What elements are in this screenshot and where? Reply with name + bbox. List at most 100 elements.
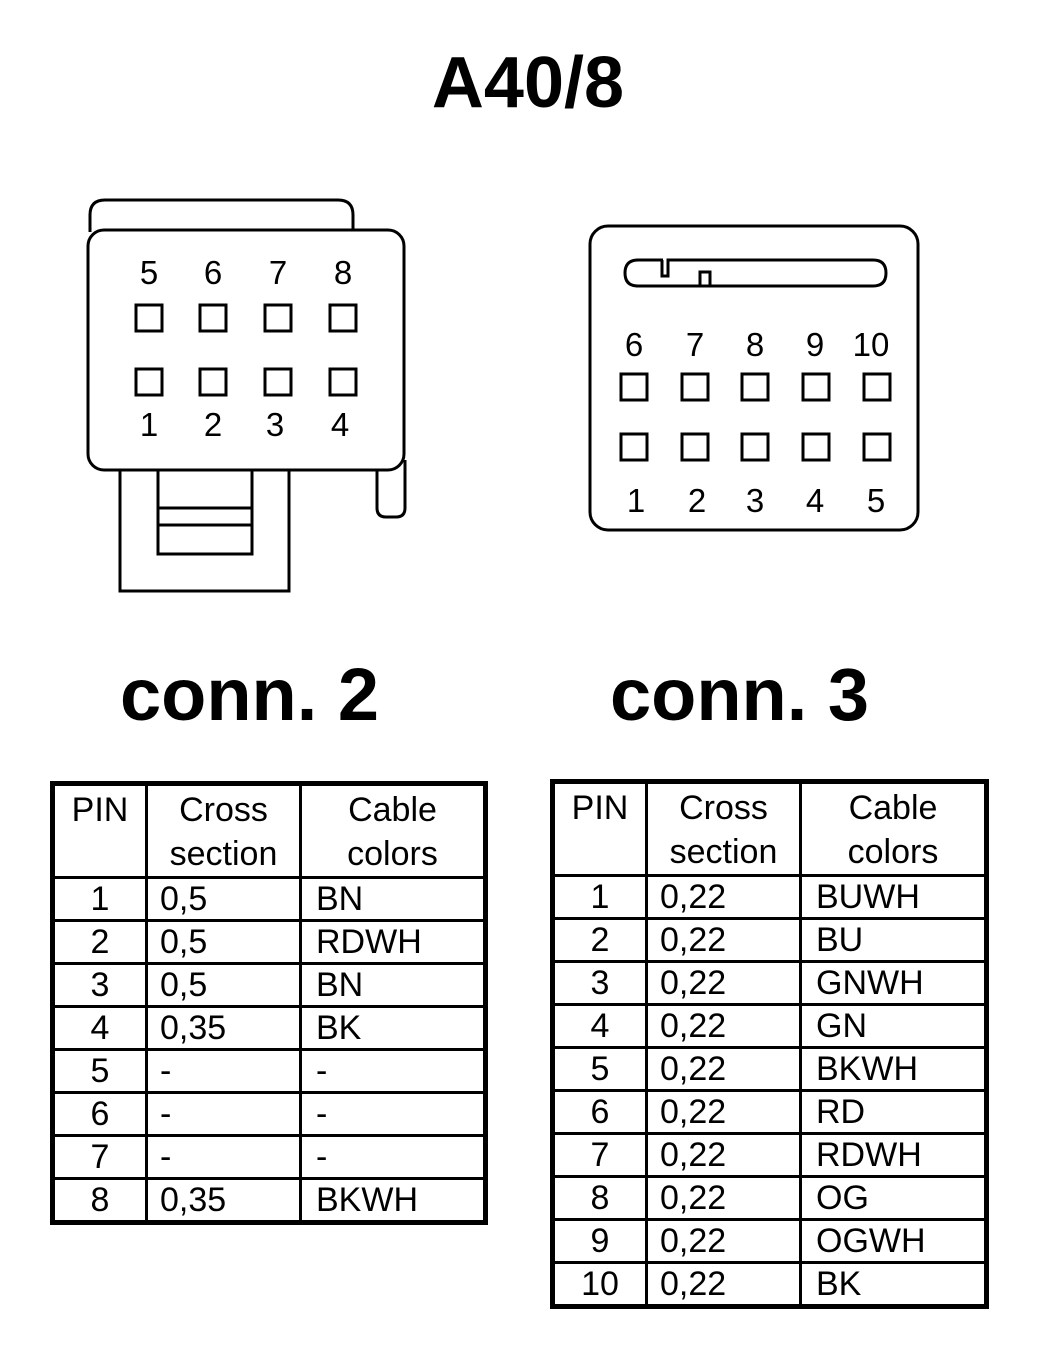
conn2-pin-label: 4	[331, 406, 349, 443]
cross-section-cell: 0,22	[645, 1218, 802, 1264]
cable-color-cell: RDWH	[799, 1132, 988, 1178]
cross-section-cell: 0,5	[145, 962, 302, 1008]
cable-color-cell: -	[299, 1134, 487, 1180]
conn3-pin-label: 4	[806, 482, 824, 519]
pin-cell: 5	[551, 1046, 648, 1092]
pin-cell: 2	[51, 919, 148, 965]
cross-section-cell: 0,22	[645, 1046, 802, 1092]
cross-section-cell: 0,22	[645, 874, 802, 920]
cable-color-cell: BN	[299, 876, 487, 922]
cross-section-cell: 0,22	[645, 1132, 802, 1178]
pin-cell: 5	[51, 1048, 148, 1094]
cable-color-cell: OG	[799, 1175, 988, 1221]
conn2-pin-label: 6	[204, 254, 222, 291]
conn2-side-tab	[375, 460, 407, 519]
pin-cell: 4	[551, 1003, 648, 1049]
cross-section-cell: 0,22	[645, 917, 802, 963]
cable-color-cell: BK	[799, 1261, 988, 1308]
cable-color-cell: BU	[799, 917, 988, 963]
cable-color-cell: OGWH	[799, 1218, 988, 1264]
conn3-key-slot	[623, 258, 888, 288]
conn3-pin-label: 8	[746, 326, 764, 363]
conn2-pin-label: 1	[140, 406, 158, 443]
conn3-label: conn. 3	[610, 653, 870, 736]
conn3-pin-label: 10	[853, 326, 890, 363]
conn2-pin-label: 3	[266, 406, 284, 443]
pin-cell: 7	[51, 1134, 148, 1180]
conn2-pin-label: 7	[269, 254, 287, 291]
pin-cell: 3	[551, 960, 648, 1006]
cross-section-cell: -	[145, 1091, 302, 1137]
cable-color-cell: RDWH	[299, 919, 487, 965]
cable-color-cell: BKWH	[299, 1177, 487, 1224]
cable-color-cell: BKWH	[799, 1046, 988, 1092]
pin-cell: 7	[551, 1132, 648, 1178]
cross-section-cell: 0,22	[645, 1175, 802, 1221]
cable-color-cell: BK	[299, 1005, 487, 1051]
cable-color-cell: RD	[799, 1089, 988, 1135]
conn2-latch-outline	[88, 198, 355, 232]
cross-section-cell: 0,35	[145, 1005, 302, 1051]
conn3-pin-label: 6	[625, 326, 643, 363]
cable-color-cell: BN	[299, 962, 487, 1008]
pin-cell: 9	[551, 1218, 648, 1264]
cross-section-cell: 0,5	[145, 876, 302, 922]
conn2-pin-label: 5	[140, 254, 158, 291]
pin-cell: 1	[551, 874, 648, 920]
conn3-pin-label: 9	[806, 326, 824, 363]
cross-section-cell: 0,22	[645, 1089, 802, 1135]
conn2-pin-squares	[134, 303, 358, 397]
conn3-pin-label: 7	[686, 326, 704, 363]
header-pin: PIN	[551, 780, 648, 877]
pin-cell: 4	[51, 1005, 148, 1051]
table-row: 7--	[51, 1134, 487, 1180]
pin-cell: 8	[51, 1177, 148, 1224]
cable-color-cell: BUWH	[799, 874, 988, 920]
pin-cell: 1	[51, 876, 148, 922]
cross-section-cell: -	[145, 1134, 302, 1180]
conn2-strain-relief	[156, 468, 254, 556]
connector-drawings: 5 6 7 8 1 2 3 4 6 7 8 9 10 1 2 3 4 5	[86, 198, 920, 593]
cross-section-cell: 0,5	[145, 919, 302, 965]
cross-section-cell: 0,22	[645, 1003, 802, 1049]
cable-color-cell: GN	[799, 1003, 988, 1049]
pin-cell: 6	[551, 1089, 648, 1135]
header-pin: PIN	[51, 782, 148, 879]
conn3-pin-label: 2	[688, 482, 706, 519]
pin-cell: 10	[551, 1261, 648, 1308]
pin-cell: 3	[51, 962, 148, 1008]
diagram-title: A40/8	[431, 43, 625, 123]
conn2-cable-boot	[118, 470, 291, 593]
pin-cell: 8	[551, 1175, 648, 1221]
conn3-housing	[588, 224, 920, 532]
pin-cell: 6	[51, 1091, 148, 1137]
cross-section-cell: 0,22	[645, 1261, 802, 1308]
conn3-pin-label: 1	[627, 482, 645, 519]
table-row: 5--	[51, 1048, 487, 1094]
cable-color-cell: GNWH	[799, 960, 988, 1006]
conn3-pin-label: 3	[746, 482, 764, 519]
conn2-label: conn. 2	[120, 653, 380, 736]
cable-color-cell: -	[299, 1048, 487, 1094]
conn3-pin-squares	[619, 372, 892, 462]
